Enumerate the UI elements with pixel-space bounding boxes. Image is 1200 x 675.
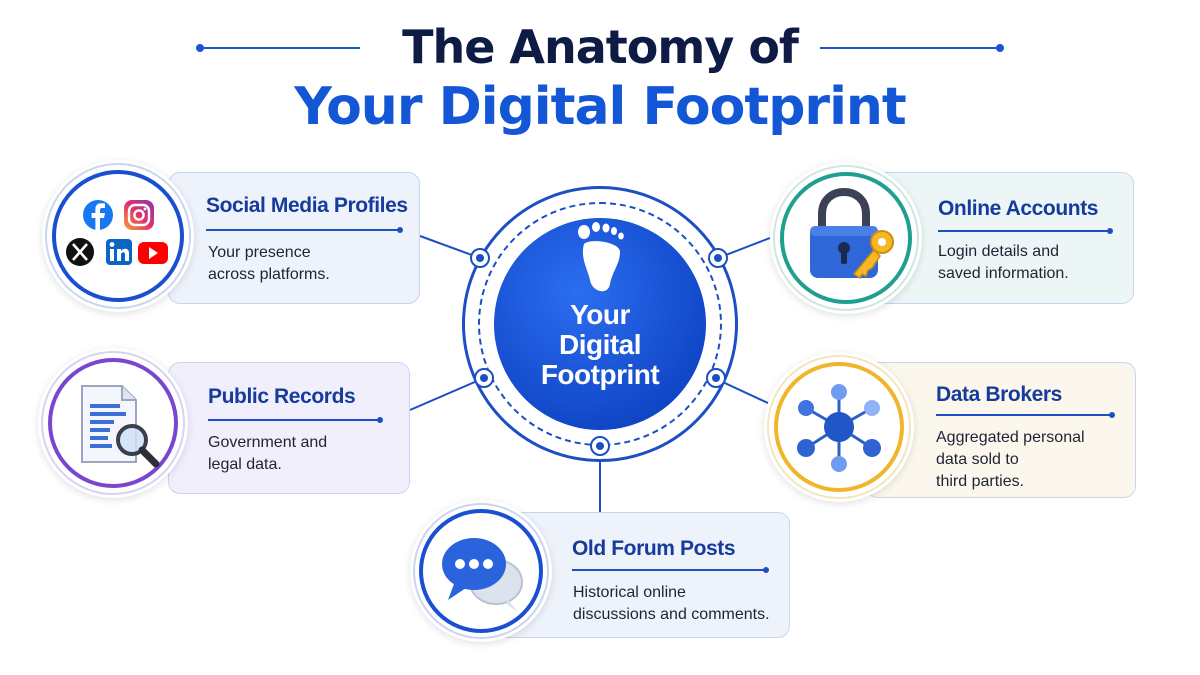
youtube-icon	[138, 242, 168, 264]
online-accounts-description: Login details and saved information.	[938, 241, 1069, 285]
hub-label-line-2: Digital	[558, 329, 642, 360]
old-forum-posts-icon-circle	[410, 500, 552, 642]
hub-node-top-left	[470, 248, 490, 268]
document-magnifier-icon	[81, 385, 160, 468]
data-brokers-icon-circle	[764, 352, 914, 502]
facebook-icon	[83, 200, 113, 230]
card-public-records	[168, 362, 410, 494]
old-forum-posts-desc-line-2: discussions and comments.	[573, 606, 770, 623]
old-forum-posts-description: Historical online discussions and commen…	[573, 582, 770, 626]
data-brokers-desc-line-1: Aggregated personal	[936, 429, 1085, 446]
data-brokers-desc-line-3: third parties.	[936, 473, 1025, 490]
old-forum-posts-title: Old Forum Posts	[572, 537, 736, 560]
network-icon	[797, 384, 881, 472]
social-media-description: Your presence across platforms.	[208, 242, 330, 286]
lock-key-icon	[810, 187, 894, 280]
title-decoration-left	[196, 44, 360, 52]
title-line-1: The Anatomy of	[402, 20, 799, 74]
title-decoration-right	[820, 44, 1004, 52]
online-accounts-title: Online Accounts	[938, 197, 1099, 220]
instagram-icon	[124, 200, 154, 230]
x-icon	[66, 238, 94, 266]
data-brokers-rule	[936, 412, 1115, 418]
linkedin-icon	[106, 239, 132, 265]
hub-label: Your Digital Footprint	[494, 300, 706, 390]
data-brokers-desc-line-2: data sold to	[936, 451, 1019, 468]
social-media-title: Social Media Profiles	[206, 194, 408, 217]
social-media-desc-line-1: Your presence	[208, 244, 311, 261]
title-line-2: Your Digital Footprint	[294, 77, 907, 137]
hub-node-bottom	[590, 436, 610, 456]
social-media-desc-line-2: across platforms.	[208, 266, 330, 283]
hub-label-line-3: Footprint	[540, 359, 660, 390]
page-title: The Anatomy of Your Digital Footprint	[0, 18, 1200, 138]
old-forum-posts-desc-line-1: Historical online	[573, 584, 686, 601]
public-records-title: Public Records	[208, 385, 356, 408]
hub-node-top-right	[708, 248, 728, 268]
hub-node-mid-right	[706, 368, 726, 388]
online-accounts-desc-line-1: Login details and	[938, 243, 1059, 260]
data-brokers-title: Data Brokers	[936, 383, 1062, 406]
card-social-media	[168, 172, 420, 304]
online-accounts-icon-circle	[770, 162, 922, 314]
data-brokers-description: Aggregated personal data sold to third p…	[936, 427, 1085, 493]
public-records-desc-line-1: Government and	[208, 434, 328, 451]
hub-node-mid-left	[474, 368, 494, 388]
social-media-icon-circle	[42, 160, 194, 312]
chat-bubbles-icon	[442, 538, 523, 612]
old-forum-posts-rule	[572, 567, 769, 573]
hub-label-line-1: Your	[570, 299, 630, 330]
public-records-icon-circle	[38, 348, 188, 498]
online-accounts-rule	[938, 228, 1113, 234]
public-records-desc-line-2: legal data.	[208, 456, 282, 473]
online-accounts-desc-line-2: saved information.	[938, 265, 1069, 282]
social-media-rule	[206, 227, 403, 233]
public-records-description: Government and legal data.	[208, 432, 327, 476]
public-records-rule	[208, 417, 383, 423]
footprint-icon	[578, 222, 624, 292]
